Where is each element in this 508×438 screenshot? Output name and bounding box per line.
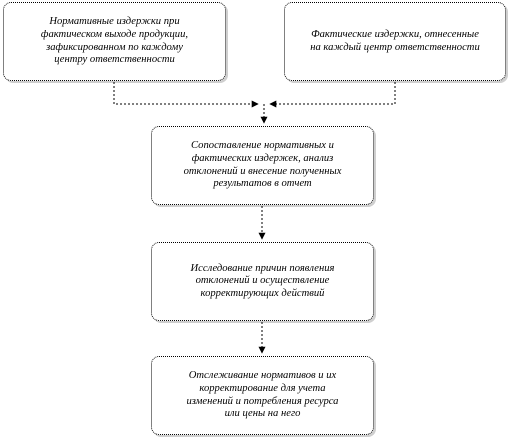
connector-actual-to-comparison <box>269 82 396 108</box>
connector-line <box>113 82 259 108</box>
node-normative-costs: Нормативные издержки при фактическом вых… <box>3 2 226 81</box>
node-text-line: центру ответственности <box>54 54 175 66</box>
node-text-line: отклонений и осуществление <box>195 275 330 287</box>
node-text-line: Исследование причин появления <box>190 262 335 274</box>
node-investigation: Исследование причин появления отклонений… <box>151 242 374 321</box>
node-text-line: Сопоставление нормативных и <box>191 140 334 152</box>
node-text-line: или цены на него <box>224 408 301 420</box>
node-text-line: на каждый центр ответственности <box>310 41 480 53</box>
node-comparison-text: Сопоставление нормативных и фактических … <box>184 140 342 190</box>
node-text-line: Фактические издержки, отнесенные <box>311 28 479 40</box>
node-text-line: Отслеживание нормативов и их <box>188 370 337 382</box>
node-text-line: отклонений и внесение полученных <box>183 165 342 177</box>
node-actual-costs-text: Фактические издержки, отнесенные на кажд… <box>310 29 480 54</box>
node-actual-costs: Фактические издержки, отнесенные на кажд… <box>284 2 506 81</box>
node-text-line: Нормативные издержки при <box>49 16 180 28</box>
node-text-line: фактическом выходе продукции, <box>40 28 189 40</box>
node-text-line: изменений и потребления ресурса <box>186 395 339 407</box>
node-text-line: фактических издержек, анализ <box>191 152 334 164</box>
node-text-line: корректирование для учета <box>199 382 326 394</box>
node-text-line: зафиксированном по каждому <box>46 41 183 53</box>
connector-normative-to-comparison <box>113 82 259 108</box>
node-normative-costs-text: Нормативные издержки при фактическом вых… <box>41 16 188 66</box>
node-comparison: Сопоставление нормативных и фактических … <box>151 126 374 205</box>
connector-line <box>269 82 396 108</box>
node-monitoring: Отслеживание нормативов и их корректиров… <box>151 356 374 435</box>
node-text-line: корректирующих действий <box>200 287 325 299</box>
node-text-line: результатов в отчет <box>213 178 312 190</box>
node-monitoring-text: Отслеживание нормативов и их корректиров… <box>187 370 339 420</box>
node-investigation-text: Исследование причин появления отклонений… <box>191 263 335 301</box>
